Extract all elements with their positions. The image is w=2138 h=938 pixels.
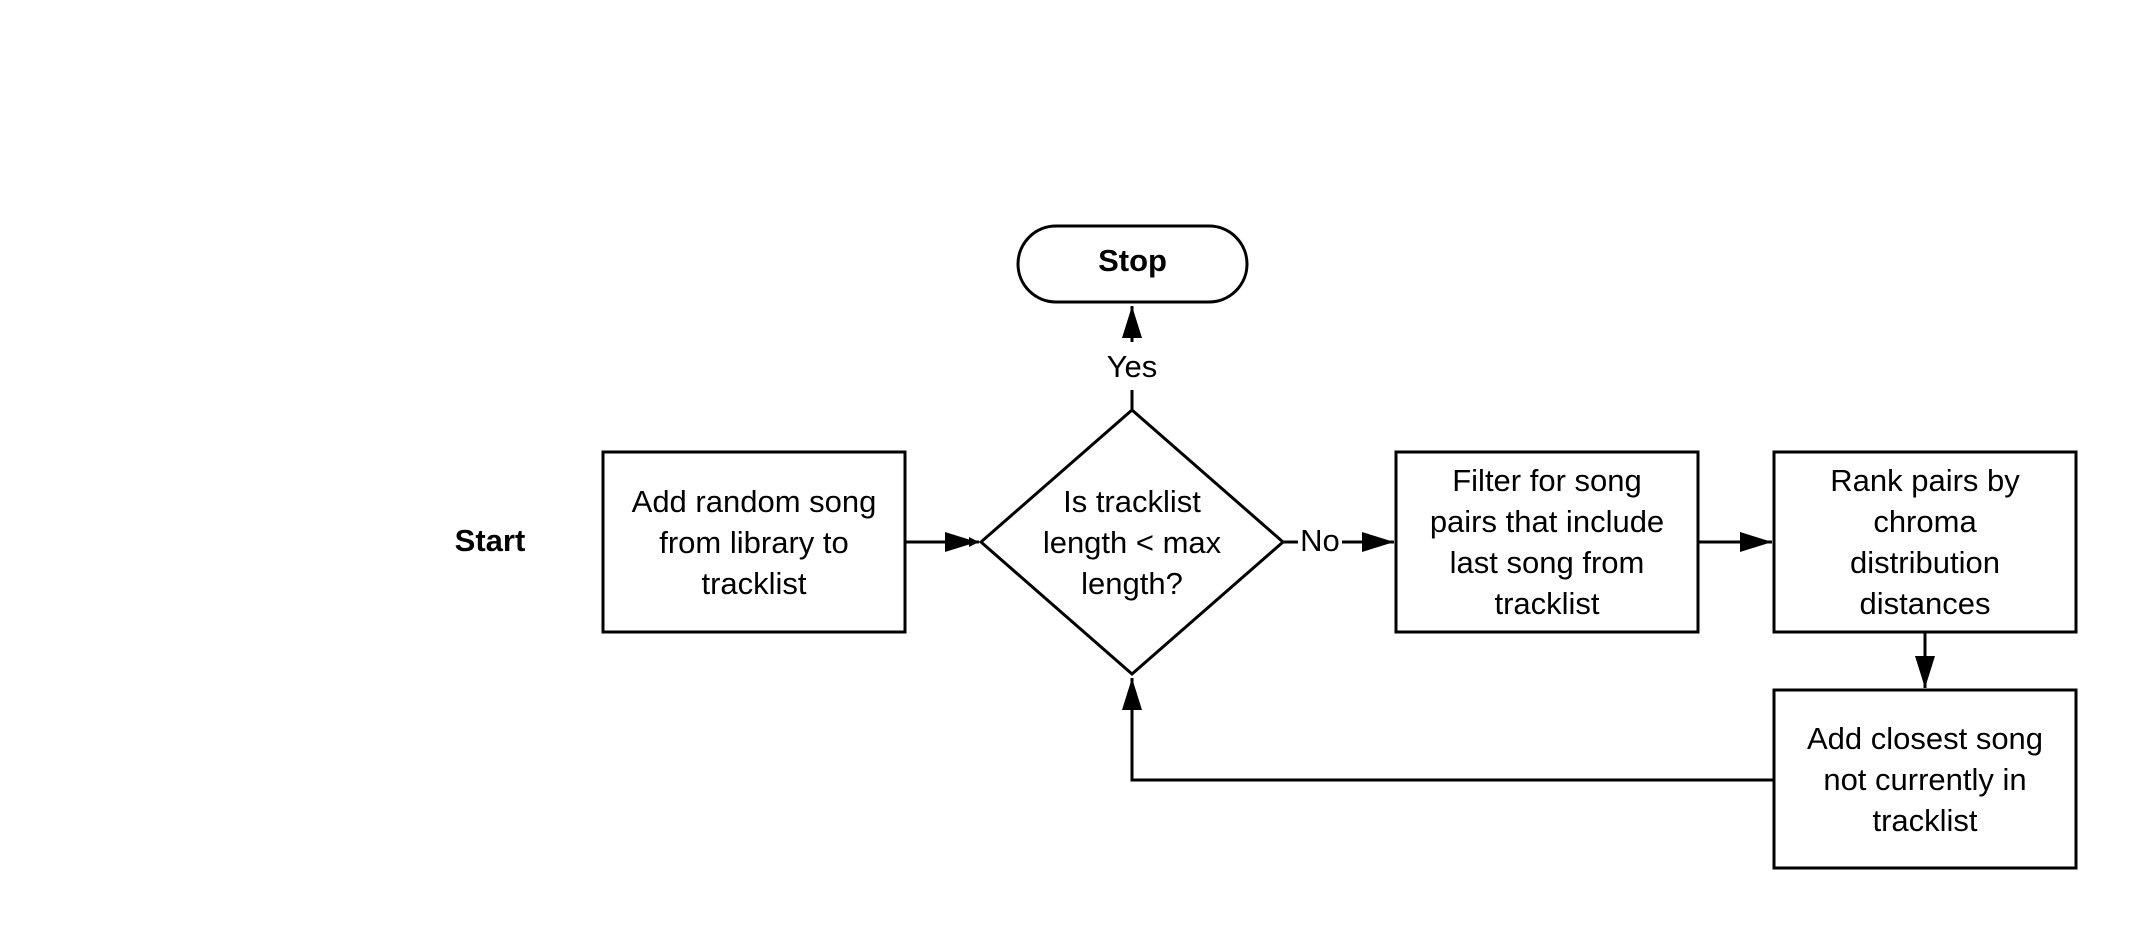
start-label: Start <box>454 522 526 558</box>
no-edge-label: No <box>1298 521 1342 561</box>
decision-text: Is tracklist length < max length? <box>1042 483 1222 601</box>
stop-label: Stop <box>1098 242 1167 278</box>
decision-diamond <box>978 408 1286 676</box>
filter-pairs-text: Filter for song pairs that include last … <box>1429 463 1665 621</box>
add-closest-song-text: Add closest song not currently in trackl… <box>1806 720 2044 838</box>
rank-pairs-box <box>1772 450 2078 634</box>
arrowhead-to-add-closest <box>1915 656 1935 688</box>
add-random-song-text: Add random song from library to tracklis… <box>631 483 877 601</box>
arrowhead-loop-to-decision <box>1122 678 1142 710</box>
edge-add-closest-to-decision <box>1130 678 1774 782</box>
arrowhead-to-filter <box>1362 532 1394 552</box>
add-random-song-box <box>601 450 907 634</box>
rank-pairs-text: Rank pairs by chroma distribution distan… <box>1830 463 2020 621</box>
stop-terminator-shape <box>1016 224 1249 304</box>
arrowhead-to-stop <box>1122 306 1142 338</box>
arrowhead-to-decision <box>945 532 977 552</box>
arrowhead-to-rank <box>1740 532 1772 552</box>
yes-edge-label: Yes <box>1098 348 1166 386</box>
